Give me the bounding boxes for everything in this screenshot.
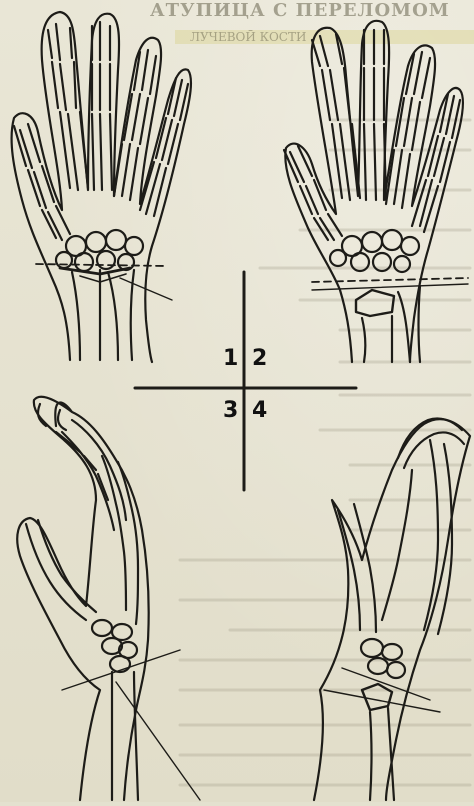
quadrant-label-4: 4	[252, 400, 267, 422]
panel-1-frontal-hand	[12, 12, 191, 362]
quadrant-label-1: 1	[223, 348, 238, 370]
panel-2-frontal-hand	[284, 21, 468, 362]
panel-4-lateral-hand	[314, 418, 470, 800]
panel-3-lateral-hand	[17, 397, 200, 800]
quadrant-cross	[135, 272, 356, 490]
quadrant-label-2: 2	[252, 348, 267, 370]
quadrant-label-3: 3	[223, 400, 238, 422]
